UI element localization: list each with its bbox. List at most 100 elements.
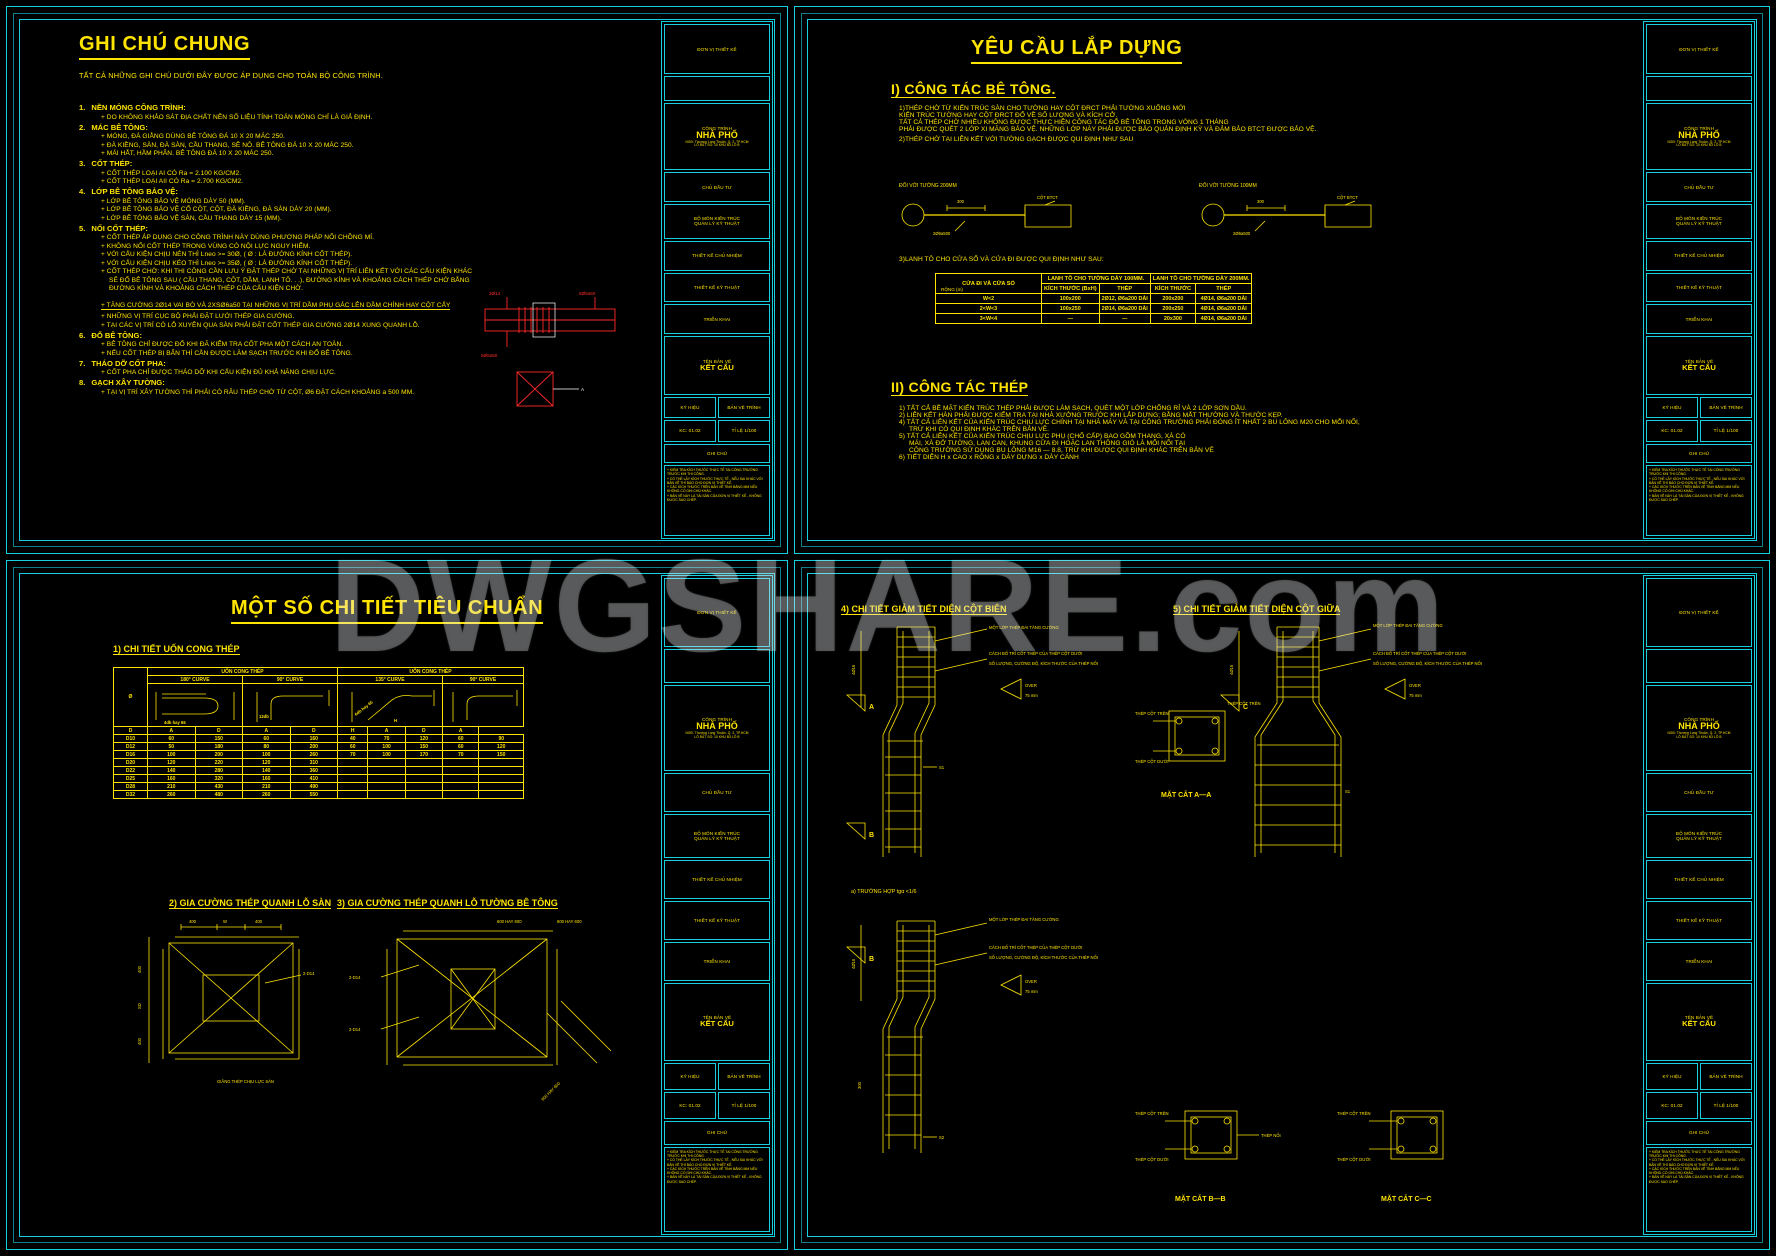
note-2-item-3: + MÁI HẮT, HẦM PHÂN. BÊ TÔNG ĐÁ 10 X 20 …: [101, 150, 274, 157]
tb3-code-row: KÝ HIỆU BẢN VẼ TRÌNH: [664, 1062, 770, 1090]
tb1-design-label: THIẾT KẾ CHỦ NHIỆM: [692, 253, 742, 259]
tb1-owner-label: CHỦ ĐẦU TƯ: [702, 184, 732, 190]
panel2-section1-wrap: I) CÔNG TÁC BÊ TÔNG.: [891, 81, 1056, 99]
panel-general-notes: GHI CHÚ CHUNG TẤT CẢ NHỮNG GHI CHÚ DƯỚI …: [6, 6, 788, 554]
bt-phi: Ø: [113, 667, 148, 727]
bt-curve-2: 135° CURVE: [337, 675, 443, 684]
case-a-label: a) TRƯỜNG HỢP tgα <1/6: [851, 889, 917, 895]
panel3-sec3-wrap: 3) GIA CƯỜNG THÉP QUANH LỖ TƯỜNG BÊ TÔNG: [337, 893, 558, 911]
bt-r2-c8: 70: [441, 750, 480, 759]
s2-item-7: CÔNG TRƯỜNG SỬ DỤNG BU LÔNG M16 — 8.8, T…: [909, 447, 1214, 454]
title-block-panel2: ĐƠN VỊ THIẾT KẾ CÔNG TRÌNH NHÀ PHỐ NGĐ: …: [1643, 21, 1755, 539]
note-4-number: 4.: [79, 187, 86, 196]
tb3-draw-cell: THIẾT KẾ KỸ THUẬT: [664, 901, 770, 941]
tb2-f2: BẢN VẼ TRÌNH: [1700, 396, 1752, 419]
s2-item-4: TRỪ KHI CÓ QUI ĐỊNH KHÁC TRÊN BẢN VẼ.: [909, 426, 1049, 433]
bend-figure-row: 4db hay 65 12db: [114, 683, 524, 727]
bt-sub-8: A: [441, 726, 480, 735]
svg-text:400: 400: [137, 1037, 142, 1045]
middle-column-title: 5) CHI TIẾT GIẢM TIẾT DIỆN CỘT GIỮA: [1173, 604, 1341, 615]
bend-fig-135: 6db hay 65 H: [337, 683, 443, 727]
svg-text:4Ø16: 4Ø16: [851, 958, 856, 969]
panel3-title-wrap: MỘT SỐ CHI TIẾT TIÊU CHUẨN: [231, 597, 544, 624]
panel2-title-wrap: YÊU CẦU LẮP DỰNG: [971, 37, 1183, 64]
tb1-code-row: KÝ HIỆU BẢN VẼ TRÌNH: [664, 396, 770, 419]
svg-text:2-D14: 2-D14: [303, 971, 315, 976]
bt-r4-c8: [441, 766, 480, 775]
tb3-bottom-note: + KIỂM TRA KÍCH THƯỚC THỰC TẾ TẠI CÔNG T…: [664, 1146, 770, 1232]
bt-r6-c6: [367, 782, 406, 791]
lintel-table-wrap: CỬA ĐI VÀ CỬA SỔ LANH TÔ CHO TƯỜNG DÀY 1…: [935, 273, 1253, 324]
bend-subheader-row: D A D A D H A D A: [113, 726, 524, 735]
bt-r1-c7: 150: [404, 742, 444, 751]
title-block-panel1: ĐƠN VỊ THIẾT KẾ CÔNG TRÌNH NHÀ PHỐ NGĐ: …: [661, 21, 773, 539]
s2-item-2: 2) LIÊN KẾT HÀN PHẢI ĐƯỢC KIỂM TRA TẠI N…: [899, 412, 1283, 419]
wall-opening-title: 3) GIA CƯỜNG THÉP QUANH LỖ TƯỜNG BÊ TÔNG: [337, 898, 558, 909]
tb2-scale-row: KC: 01.02 TỈ LỆ 1/100: [1646, 420, 1752, 442]
bt-r4-c0: D22: [113, 766, 148, 775]
svg-text:4Ø16: 4Ø16: [1229, 664, 1234, 675]
svg-text:SỐ LƯỢNG, CƯỜNG ĐỘ, KÍCH THƯỚC: SỐ LƯỢNG, CƯỜNG ĐỘ, KÍCH THƯỚC CỦA THÉP …: [989, 661, 1098, 666]
bt-r5-c6: [367, 774, 406, 783]
bt-r7-c2: 480: [194, 790, 243, 799]
tb1-unit-label: ĐƠN VỊ THIẾT KẾ: [697, 46, 737, 52]
svg-text:300: 300: [1257, 199, 1265, 204]
note-2-item-1: + MÓNG, ĐÀ GIẰNG DÙNG BÊ TÔNG ĐÁ 10 X 20…: [101, 133, 285, 140]
note-2-number: 2.: [79, 122, 86, 132]
table-row: 3<W<4 — — 20x300 4Ø14, Ø6a200 DÀI: [935, 313, 1253, 324]
svg-text:300: 300: [857, 1081, 862, 1089]
svg-text:300: 300: [957, 199, 965, 204]
bend-table: Ø UỐN CONG THÉP UỐN CONG THÉP 180° CURVE…: [113, 667, 524, 799]
bt-r4-c3: 140: [242, 766, 291, 775]
s1-item-2: KIẾN TRÚC TƯỜNG HAY CỘT ĐRCT ĐỔ VỀ SỐ LƯ…: [899, 112, 1118, 119]
bt-r2-c5: 70: [336, 750, 369, 759]
svg-text:GIẰNG THÉP CHỊU LỰC SÀN: GIẰNG THÉP CHỊU LỰC SÀN: [217, 1079, 274, 1084]
panel2-draw-border: [807, 19, 1757, 541]
panel1-draw-border: [19, 19, 775, 541]
note-7-number: 7.: [79, 358, 86, 368]
bt-r1-c5: 60: [336, 742, 369, 751]
lt-group-1: LANH TÔ CHO TƯỜNG DÀY 100MM.: [1041, 273, 1151, 284]
bt-r0-c6: 70: [367, 734, 406, 743]
tb1-approve-cell: TRIỂN KHAI: [664, 304, 770, 335]
svg-text:5Ø6a50: 5Ø6a50: [579, 291, 596, 296]
bt-r5-c5: [336, 774, 369, 783]
bt-r1-c2: 180: [194, 742, 243, 751]
note-5-item-6: SẼ ĐỔ BÊ TÔNG SAU ( CẦU THANG, CỘT, DẦM,…: [109, 276, 470, 284]
bt-r5-c7: [404, 774, 444, 783]
bt-sub-6: A: [367, 726, 406, 735]
section-steel-title: II) CÔNG TÁC THÉP: [891, 379, 1029, 396]
note-1-item-1: + DO KHÔNG KHẢO SÁT ĐỊA CHẤT NÊN SỐ LIỆU…: [101, 113, 373, 121]
tb2-approve-cell: TRIỂN KHAI: [1646, 304, 1752, 335]
bt-r5-c0: D25: [113, 774, 148, 783]
section-aa-detail: THÉP CỘT TRÊN THÉP CỘT DƯỚI THÉP CỘT TRÊ…: [1135, 697, 1295, 807]
tb1-draw-cell: THIẾT KẾ KỸ THUẬT: [664, 272, 770, 303]
bt-r2-c7: 170: [404, 750, 444, 759]
svg-text:OVER: OVER: [1025, 979, 1037, 984]
tb1-design-cell: THIẾT KẾ CHỦ NHIỆM: [664, 240, 770, 271]
tb4-f2: BẢN VẼ TRÌNH: [1700, 1062, 1752, 1090]
tb1-dept-cell: BỘ MÔN KIẾN TRÚC QUẢN LÝ KỸ THUẬT: [664, 204, 770, 239]
tb3-f3: KC: 01.02: [664, 1091, 716, 1119]
bt-r2-c1: 100: [147, 750, 196, 759]
lt-group-2: LANH TÔ CHO TƯỜNG DÀY 200MM.: [1149, 273, 1253, 284]
wall-opening-detail: 600 HAY 600 2-D14: [347, 913, 647, 1113]
note-8-number: 8.: [79, 378, 86, 387]
bend-fig-180: 4db hay 65: [147, 683, 243, 727]
bt-r2-c9: 150: [478, 750, 524, 759]
bt-r3-c5: [336, 758, 369, 767]
bt-r5-c9: [478, 774, 524, 783]
tb4-owner-cell: CHỦ ĐẦU TƯ: [1646, 773, 1752, 813]
svg-text:THÉP CỘT TRÊN: THÉP CỘT TRÊN: [1227, 701, 1261, 706]
svg-text:S2: S2: [939, 1135, 945, 1140]
note-5-item-3: + VỚI CẤU KIỆN CHỊU NÉN THÌ Lneo >= 30Ø,…: [101, 251, 353, 258]
s1-item-3: TẤT CẢ THÉP CHỜ NHIỀU KHÔNG ĐƯỢC THỰC HI…: [899, 119, 1229, 126]
svg-text:600 HAY 600: 600 HAY 600: [557, 919, 582, 924]
note-8-item-1: + TẠI VỊ TRÍ XÂY TƯỜNG THÌ PHẢI CÓ RÂU T…: [101, 388, 415, 396]
svg-text:CỘT BTCT: CỘT BTCT: [1337, 195, 1358, 200]
svg-text:4db hay 65: 4db hay 65: [164, 720, 186, 725]
section-concrete-title: I) CÔNG TÁC BÊ TÔNG.: [891, 81, 1056, 98]
